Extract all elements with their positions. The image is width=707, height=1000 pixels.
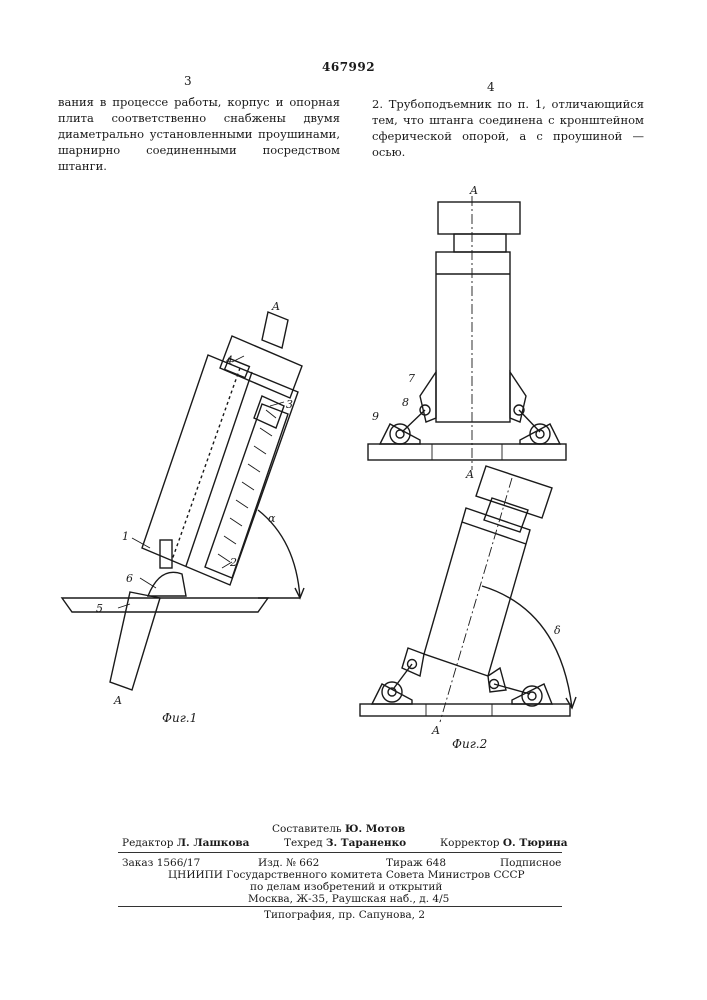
- rod-lower: [110, 592, 160, 690]
- corrector-label: Корректор: [440, 837, 500, 849]
- figure-1-labels: A 4 3 1 2 5 6 α A Фиг.1: [96, 300, 293, 725]
- fig2-caption: Фиг.2: [452, 737, 487, 751]
- fig2b-sphere-right-inner: [528, 692, 536, 700]
- editor-name: Л. Лашкова: [177, 837, 250, 849]
- fig1-label-alpha: α: [268, 512, 276, 525]
- figure-1: A 4 3 1 2 5 6 α A Фиг.1: [62, 300, 304, 725]
- fig2b-bracket-left: [372, 684, 412, 704]
- fig1-label-3: 3: [286, 398, 293, 411]
- fig1-label-axis-top: A: [271, 300, 280, 313]
- fig2b-body: [424, 508, 530, 676]
- fig2b-base-plate: [360, 704, 570, 716]
- printing-house: Типография, пр. Сапунова, 2: [264, 908, 425, 922]
- editor-label: Редактор: [122, 837, 173, 849]
- fig2b-label-delta: δ: [554, 624, 561, 637]
- fig2a-label-9: 9: [372, 410, 379, 423]
- housing-axis-line: [186, 372, 252, 566]
- org-line-3: Москва, Ж-35, Раушская наб., д. 4/5: [248, 892, 449, 906]
- fig1-label-4: 4: [225, 354, 233, 367]
- compiler-label: Составитель: [272, 823, 342, 835]
- figure-2-upright: A 7 8 9 A: [368, 184, 566, 481]
- editor-line: Редактор Л. Лашкова: [122, 836, 249, 850]
- angle-arc-delta: [482, 586, 572, 708]
- fig2a-bracket-left: [380, 424, 420, 444]
- compiler-name: Ю. Мотов: [345, 823, 405, 835]
- fig1-label-5: 5: [96, 602, 103, 615]
- inner-tube-hatching: [218, 410, 276, 562]
- fig2a-strut-left: [402, 410, 425, 432]
- right-column-text: 2. Трубоподъемник по п. 1, отличающийся …: [372, 96, 644, 160]
- fig1-label-2: 2: [229, 556, 237, 569]
- fig2b-sphere-right: [522, 686, 542, 706]
- fig1-label-1: 1: [122, 530, 129, 543]
- patent-number: 467992: [322, 60, 375, 74]
- fig2a-label-7: 7: [408, 372, 415, 385]
- footer-rule-top: [118, 852, 562, 853]
- fig2a-label-axis-top: A: [469, 184, 478, 197]
- fig2a-body: [436, 252, 510, 422]
- fig2a-sphere-left: [390, 424, 410, 444]
- fig2b-strut-left: [394, 664, 412, 688]
- compiler-line: Составитель Ю. Мотов: [272, 822, 405, 836]
- fig1-caption: Фиг.1: [162, 711, 197, 725]
- fig2a-sphere-right: [530, 424, 550, 444]
- base-plate: [62, 598, 268, 612]
- fig1-label-6: 6: [126, 572, 133, 585]
- figure-2-upright-labels: A 7 8 9 A: [372, 184, 478, 481]
- corrector-line: Корректор О. Тюрина: [440, 836, 568, 850]
- column-number-right: 4: [487, 80, 495, 94]
- figure-2-tilted: δ A Фиг.2: [360, 466, 576, 751]
- fig2a-neck: [454, 234, 506, 252]
- corrector-name: О. Тюрина: [503, 837, 568, 849]
- footer-rule-bottom: [118, 906, 562, 907]
- patent-drawings: A 4 3 1 2 5 6 α A Фиг.1: [0, 160, 707, 770]
- fig2b-label-axis-bottom: A: [431, 724, 440, 737]
- claim-2-paragraph: 2. Трубоподъемник по п. 1, отличающийся …: [372, 96, 644, 160]
- fig2a-bracket-right: [520, 424, 560, 444]
- fig2a-base-plate: [368, 444, 566, 460]
- techred-label: Техред: [284, 837, 323, 849]
- fig2a-label-8: 8: [402, 396, 409, 409]
- bracket-mark: [160, 540, 172, 568]
- housing-1: [142, 355, 298, 585]
- techred-name: З. Тараненко: [326, 837, 406, 849]
- fig2a-strut-right: [519, 410, 540, 432]
- fig2b-bracket-right: [512, 684, 552, 704]
- angle-arc-alpha: [258, 510, 300, 598]
- fig2a-head: [438, 202, 520, 234]
- fig2a-label-axis-bottom: A: [465, 468, 474, 481]
- column-number-left: 3: [184, 74, 192, 88]
- fig1-label-axis-bottom: A: [113, 694, 122, 707]
- hinge-6: [148, 572, 186, 596]
- rod-upper: [262, 312, 288, 348]
- housing-hidden-line: [172, 368, 240, 560]
- techred-line: Техред З. Тараненко: [284, 836, 406, 850]
